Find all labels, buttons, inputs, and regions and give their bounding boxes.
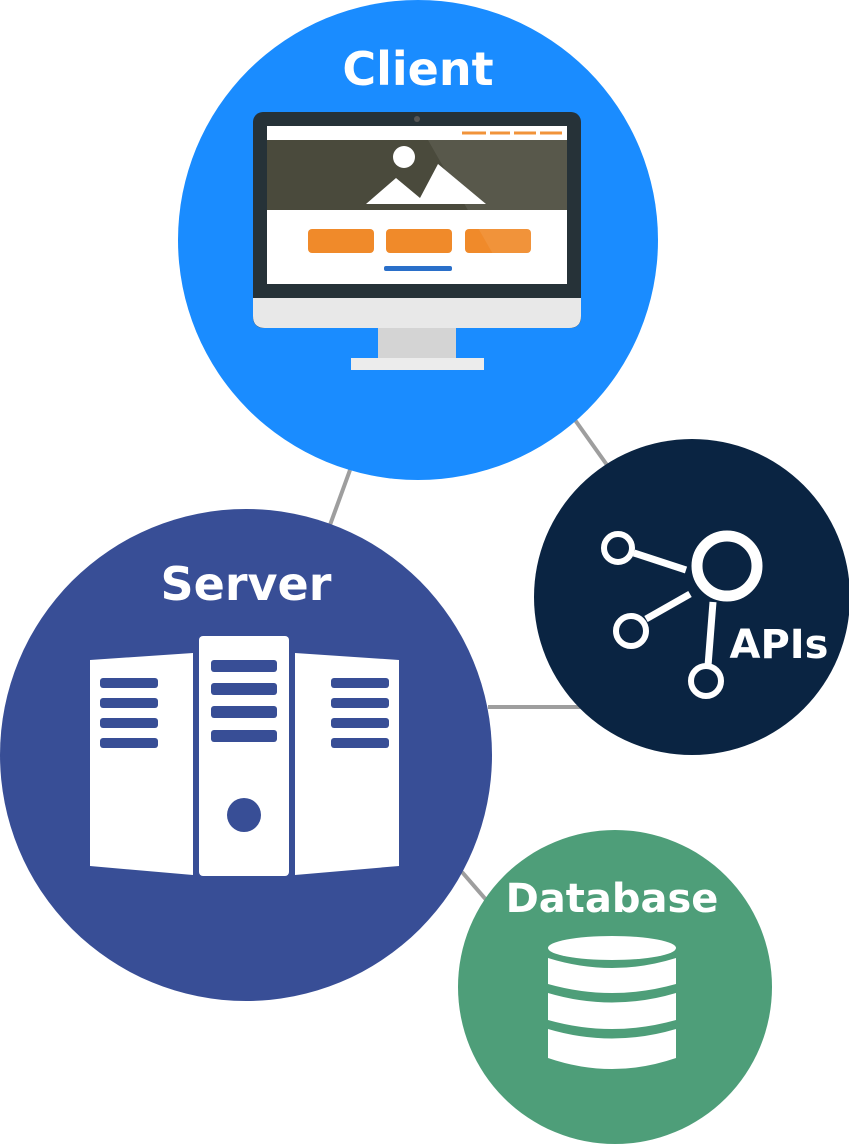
database-label: Database — [506, 876, 719, 922]
server-rack-icon — [90, 636, 399, 876]
connector-client-apis — [573, 418, 609, 467]
client-label: Client — [342, 42, 493, 96]
database-stack-icon — [548, 936, 676, 1069]
connector-client-server — [328, 469, 352, 526]
server-node: Server — [0, 509, 492, 1001]
desktop-monitor-icon — [253, 112, 581, 370]
apis-label: APIs — [730, 622, 829, 668]
server-label: Server — [161, 557, 332, 611]
connectors — [328, 418, 609, 904]
network-nodes-icon — [601, 530, 763, 699]
database-node: Database — [458, 830, 772, 1144]
client-node: Client — [178, 0, 658, 480]
connector-server-database — [460, 870, 490, 904]
apis-node: APIs — [534, 439, 849, 755]
